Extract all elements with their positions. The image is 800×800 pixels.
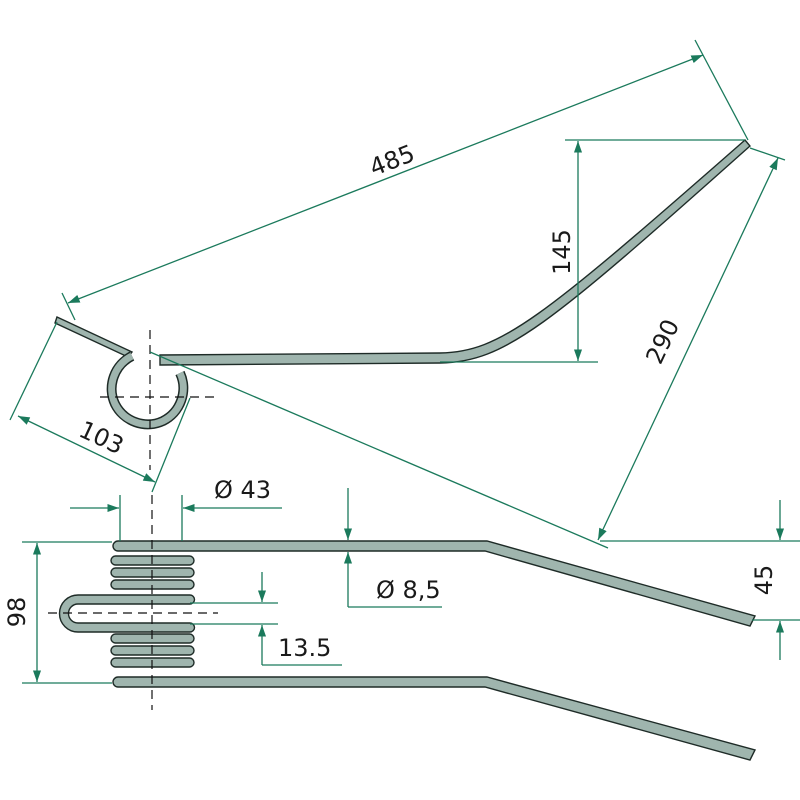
top-view: Ø 43 98 Ø 8,5 13.5 45 [3, 476, 800, 761]
tine-upper [112, 540, 757, 627]
dim-label-290: 290 [640, 315, 685, 368]
dim-label-13-5: 13.5 [278, 634, 331, 662]
dim-line-290 [597, 157, 779, 541]
tine-lower [112, 676, 757, 761]
dim-label-145: 145 [548, 229, 576, 275]
tine-side [54, 316, 134, 358]
tine-arm-side [159, 139, 751, 366]
dim-label-wire-diameter: Ø 8,5 [376, 576, 441, 604]
dim-label-45: 45 [750, 565, 778, 596]
dim-line-103 [17, 415, 156, 483]
dim-label-103: 103 [75, 415, 128, 460]
side-view: 485 103 145 290 [9, 39, 786, 549]
dim-label-coil-diameter: Ø 43 [214, 476, 271, 504]
dim-label-98: 98 [3, 597, 31, 628]
dim-label-485: 485 [366, 139, 419, 182]
dim-line-485 [67, 54, 704, 304]
